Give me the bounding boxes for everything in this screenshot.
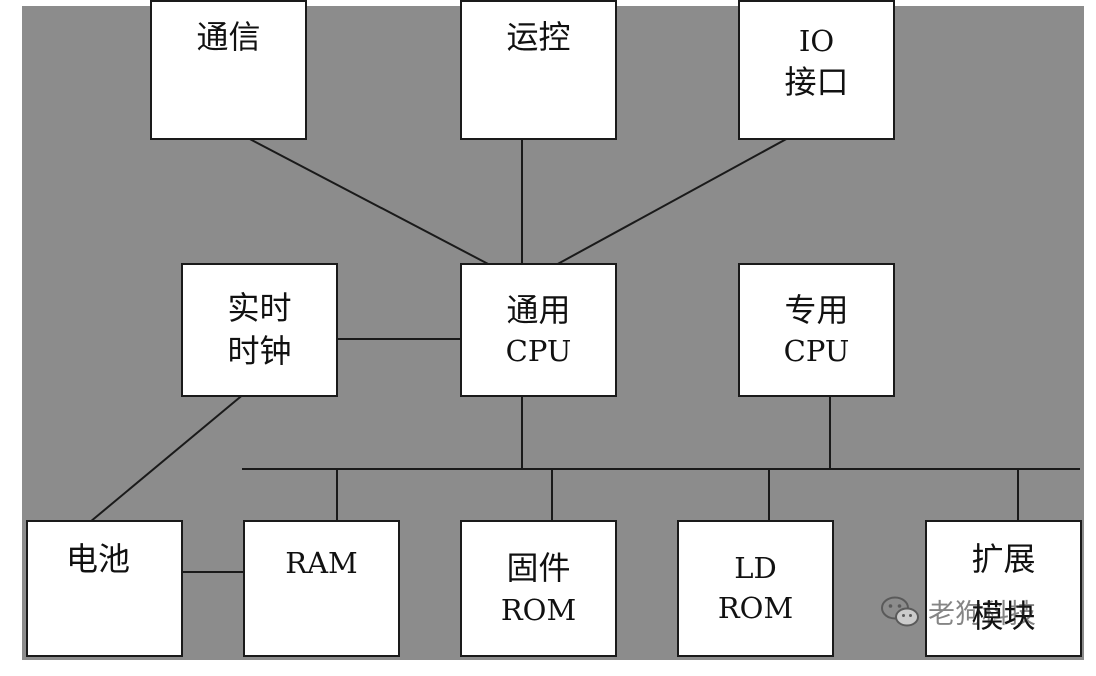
node-general-cpu-line2: CPU [505, 334, 572, 369]
node-ram: RAM [243, 520, 400, 657]
node-firmware-rom-line2: ROM [500, 592, 577, 627]
node-realtime-clock-line1: 实时 [227, 288, 292, 327]
node-expansion-module-line2: 模块 [971, 597, 1036, 636]
node-firmware-rom: 固件 ROM [460, 520, 617, 657]
node-firmware-rom-line1: 固件 [506, 549, 571, 588]
node-realtime-clock: 实时 时钟 [181, 263, 338, 397]
node-dedicated-cpu-line2: CPU [783, 334, 850, 369]
node-ld-rom-line2: ROM [717, 590, 794, 625]
node-expansion-module: 扩展 模块 [925, 520, 1082, 657]
node-general-cpu-line1: 通用 [506, 290, 571, 329]
node-io-interface: IO 接口 [738, 0, 895, 140]
watermark: 老狗科技 [880, 592, 1036, 631]
wechat-icon [881, 596, 919, 626]
node-io-interface-line1: IO [798, 24, 835, 58]
node-ram-label: RAM [285, 546, 358, 580]
node-realtime-clock-line2: 时钟 [227, 332, 292, 370]
node-motion-control: 运控 [460, 0, 617, 140]
node-expansion-module-line1: 扩展 [971, 540, 1036, 578]
line-comm-to-cpu [245, 136, 493, 267]
node-ld-rom-line1: LD [734, 551, 777, 586]
node-communication: 通信 [150, 0, 307, 140]
line-io-to-cpu [553, 136, 791, 267]
node-ld-rom: LD ROM [677, 520, 834, 657]
line-rtc-to-battery [89, 392, 246, 523]
watermark-text: 老狗科技 [928, 599, 1036, 630]
node-dedicated-cpu: 专用 CPU [738, 263, 895, 397]
node-dedicated-cpu-line1: 专用 [784, 290, 849, 329]
node-battery: 电池 [26, 520, 183, 657]
node-communication-label: 通信 [196, 18, 261, 56]
node-battery-label: 电池 [66, 540, 131, 578]
node-io-interface-line2: 接口 [784, 63, 849, 102]
node-motion-control-label: 运控 [506, 18, 571, 56]
node-general-cpu: 通用 CPU [460, 263, 617, 397]
